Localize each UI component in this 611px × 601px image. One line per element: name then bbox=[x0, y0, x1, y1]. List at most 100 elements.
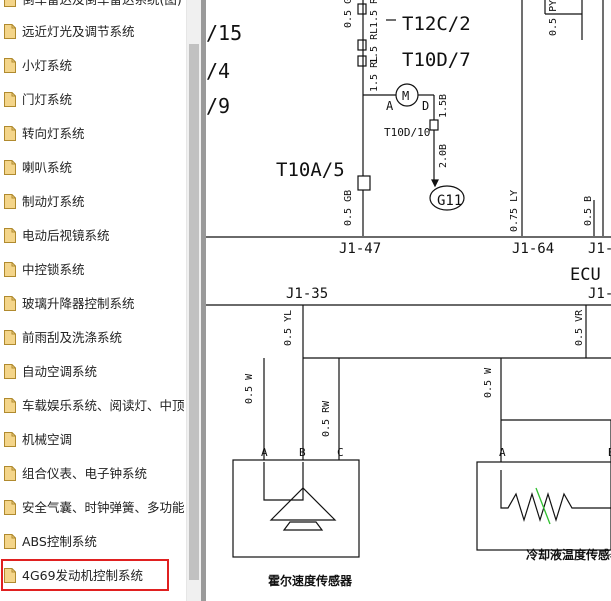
document-icon bbox=[4, 228, 16, 243]
nav-item-label: ABS控制系统 bbox=[22, 534, 97, 549]
sidebar-scrollbar[interactable] bbox=[186, 0, 202, 601]
document-icon bbox=[4, 58, 16, 73]
wire-label: 0.5 GY bbox=[343, 0, 354, 28]
document-icon bbox=[4, 24, 16, 39]
sensor-name: 冷却液温度传感器 bbox=[526, 547, 611, 562]
nav-item-label: 前雨刮及洗涤系统 bbox=[22, 330, 123, 345]
nav-item-label: 电动后视镜系统 bbox=[22, 228, 110, 243]
wire-label: 0.5 GB bbox=[343, 190, 354, 226]
wire-label: 0.5 VR bbox=[574, 309, 585, 346]
sensor-pin-label: B bbox=[299, 446, 306, 459]
wire-label: 1.5 RL bbox=[369, 28, 380, 64]
sensor-pin-label: A bbox=[261, 446, 268, 459]
nav-item-central-lock-system[interactable]: 中控锁系统 bbox=[0, 253, 185, 287]
document-icon bbox=[4, 262, 16, 277]
wire-label: 0.5 PY bbox=[548, 0, 559, 36]
wire-label: 1.5 RL bbox=[369, 56, 380, 92]
thermistor-arrow bbox=[535, 487, 551, 525]
partial-label: /4 bbox=[206, 59, 230, 83]
connector-label: T10D/7 bbox=[402, 49, 471, 71]
wire-label: 2.0B bbox=[438, 144, 449, 168]
nav-item-auto-ac-system[interactable]: 自动空调系统 bbox=[0, 355, 185, 389]
nav-item-horn-system[interactable]: 喇叭系统 bbox=[0, 151, 185, 185]
sensor-pin-label: C bbox=[337, 446, 344, 459]
nav-item-reversing-radar[interactable]: 倒车雷达及倒车雷达系统(图) bbox=[0, 0, 185, 17]
nav-item-4g69-engine-control[interactable]: 4G69发动机控制系统 bbox=[0, 559, 185, 593]
nav-item-wiper-washer-system[interactable]: 前雨刮及洗涤系统 bbox=[0, 321, 185, 355]
sensor-pin-label: A bbox=[499, 446, 506, 459]
document-icon bbox=[4, 194, 16, 209]
nav-item-label: 玻璃升降器控制系统 bbox=[22, 296, 135, 311]
junction-label: J1-4 bbox=[588, 286, 611, 302]
document-icon bbox=[4, 398, 16, 413]
nav-item-power-mirror-system[interactable]: 电动后视镜系统 bbox=[0, 219, 185, 253]
document-icon bbox=[4, 568, 16, 583]
nav-item-airbag-system[interactable]: 安全气囊、时钟弹簧、多功能 bbox=[0, 491, 185, 525]
wire-label: 0.5 YL bbox=[283, 310, 294, 346]
nav-item-mechanical-ac[interactable]: 机械空调 bbox=[0, 423, 185, 457]
partial-label: /15 bbox=[206, 21, 242, 45]
connector-label: T10A/5 bbox=[276, 159, 345, 181]
document-icon bbox=[4, 160, 16, 175]
nav-item-label: 小灯系统 bbox=[22, 58, 73, 73]
nav-item-label: 自动空调系统 bbox=[22, 364, 98, 379]
nav-item-label: 组合仪表、电子钟系统 bbox=[22, 466, 148, 481]
wiring-diagram-view[interactable]: /15 /4 /9 T12C/2 T10D/7 T10D/10 T10A/5 G… bbox=[206, 0, 611, 601]
nav-item-instrument-cluster[interactable]: 组合仪表、电子钟系统 bbox=[0, 457, 185, 491]
document-icon bbox=[4, 330, 16, 345]
pin-label: D bbox=[422, 99, 429, 113]
nav-item-label: 制动灯系统 bbox=[22, 194, 85, 209]
nav-item-headlight-system[interactable]: 远近灯光及调节系统 bbox=[0, 15, 185, 49]
ecu-label: ECU bbox=[570, 265, 601, 285]
junction-label: J1-47 bbox=[339, 241, 381, 257]
document-icon bbox=[4, 534, 16, 549]
nav-item-label: 喇叭系统 bbox=[22, 160, 73, 175]
connector-label: T10D/10 bbox=[384, 126, 430, 139]
document-icon bbox=[4, 0, 16, 7]
selection-highlight bbox=[1, 559, 169, 591]
document-icon bbox=[4, 92, 16, 107]
motor-label: M bbox=[402, 89, 409, 103]
pin-label: A bbox=[386, 99, 394, 113]
nav-item-label: 机械空调 bbox=[22, 432, 73, 447]
nav-item-label: 中控锁系统 bbox=[22, 262, 85, 277]
junction-label: J1-3 bbox=[588, 241, 611, 257]
wire-label: 1.5 RL bbox=[369, 0, 380, 28]
nav-item-entertainment-system[interactable]: 车载娱乐系统、阅读灯、中顶灯 bbox=[0, 389, 185, 423]
nav-item-turn-signal-system[interactable]: 转向灯系统 bbox=[0, 117, 185, 151]
junction-label: J1-64 bbox=[512, 241, 554, 257]
system-list-sidebar: 倒车雷达及倒车雷达系统(图) 远近灯光及调节系统 小灯系统 门灯系统 转向灯系统… bbox=[0, 0, 185, 601]
nav-item-label: 车载娱乐系统、阅读灯、中顶灯 bbox=[22, 398, 185, 413]
wire-label: 0.5 RW bbox=[321, 400, 332, 437]
nav-item-label: 倒车雷达及倒车雷达系统(图) bbox=[22, 0, 182, 17]
document-icon bbox=[4, 296, 16, 311]
wire-label: 0.5 B bbox=[583, 196, 594, 226]
nav-item-label: 4G69发动机控制系统 bbox=[22, 568, 144, 583]
pane-splitter[interactable] bbox=[201, 0, 206, 601]
wire-label: 0.5 W bbox=[483, 367, 494, 398]
scrollbar-thumb[interactable] bbox=[189, 44, 199, 580]
nav-item-window-lifter-system[interactable]: 玻璃升降器控制系统 bbox=[0, 287, 185, 321]
nav-item-label: 门灯系统 bbox=[22, 92, 73, 107]
nav-item-label: 安全气囊、时钟弹簧、多功能 bbox=[22, 500, 185, 515]
nav-item-label: 转向灯系统 bbox=[22, 126, 85, 141]
wire-label: 0.75 LY bbox=[509, 190, 520, 232]
wire-label: 0.5 W bbox=[244, 373, 255, 404]
wire-label: 1.5B bbox=[438, 94, 449, 118]
document-icon bbox=[4, 500, 16, 515]
nav-item-brake-light-system[interactable]: 制动灯系统 bbox=[0, 185, 185, 219]
nav-item-abs-system[interactable]: ABS控制系统 bbox=[0, 525, 185, 559]
nav-item-label: 远近灯光及调节系统 bbox=[22, 24, 135, 39]
nav-item-door-light-system[interactable]: 门灯系统 bbox=[0, 83, 185, 117]
document-icon bbox=[4, 466, 16, 481]
partial-label: /9 bbox=[206, 94, 230, 118]
document-icon bbox=[4, 126, 16, 141]
document-icon bbox=[4, 364, 16, 379]
wiring-diagram: /15 /4 /9 T12C/2 T10D/7 T10D/10 T10A/5 G… bbox=[206, 0, 611, 588]
nav-item-small-light-system[interactable]: 小灯系统 bbox=[0, 49, 185, 83]
connector-label: T12C/2 bbox=[402, 13, 471, 35]
ground-label: G11 bbox=[437, 193, 462, 209]
sensor-pin-label: B bbox=[608, 446, 611, 459]
sensor-name: 霍尔速度传感器 bbox=[268, 573, 353, 588]
junction-label: J1-35 bbox=[286, 286, 328, 302]
